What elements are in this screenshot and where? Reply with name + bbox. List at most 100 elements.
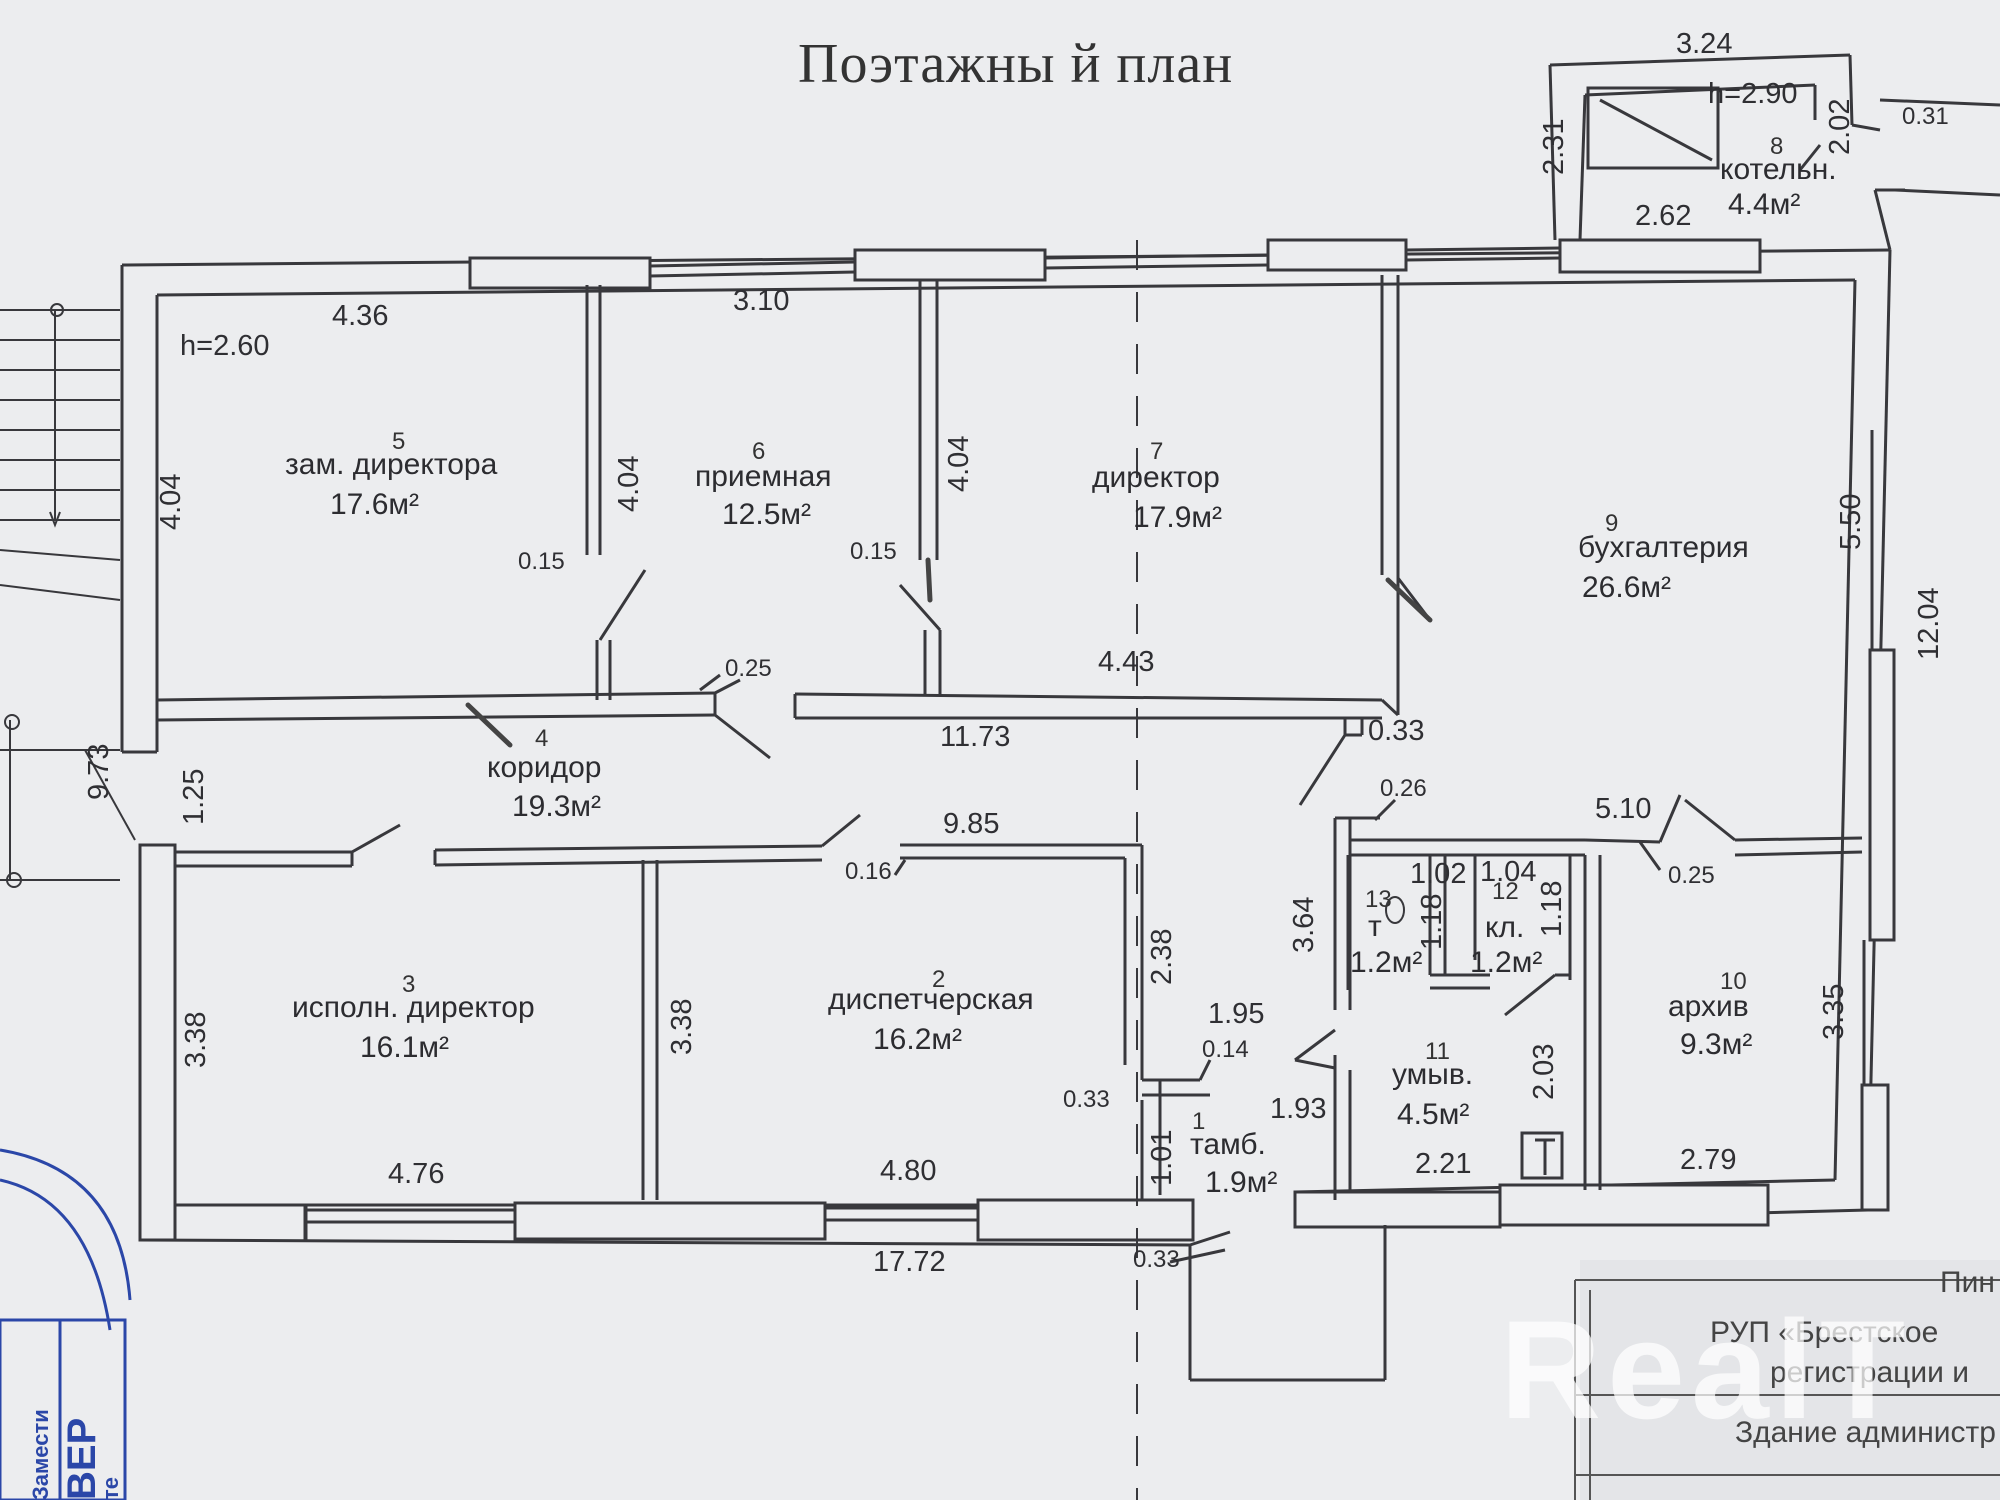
dimension: 5.50 xyxy=(1835,493,1867,550)
dimension: 4.04 xyxy=(155,473,187,530)
dimension: 2.02 xyxy=(1824,98,1856,155)
dimension: 0.25 xyxy=(1668,862,1715,889)
room-name: диспетчерская xyxy=(828,983,1034,1016)
room-name: т xyxy=(1368,910,1382,943)
dimension: 1.93 xyxy=(1270,1093,1327,1125)
title-block-text: Пин xyxy=(1940,1266,1995,1299)
title-block-text: Здание администр xyxy=(1735,1416,1996,1449)
dimension: 1.04 xyxy=(1480,856,1537,888)
dimension: 2.62 xyxy=(1635,200,1692,232)
room-number: 13 xyxy=(1365,886,1392,913)
height-label: h=2.90 xyxy=(1708,78,1798,110)
room-number: 1 xyxy=(1192,1108,1206,1135)
dimension: 0.33 xyxy=(1063,1086,1110,1113)
room-number: 8 xyxy=(1770,133,1784,160)
room-name: бухгалтерия xyxy=(1578,531,1749,564)
dimension: 12.04 xyxy=(1913,587,1945,660)
dimension: 11.73 xyxy=(940,721,1011,753)
dimension: 2.79 xyxy=(1680,1144,1737,1176)
dimension: 4.76 xyxy=(388,1158,445,1190)
dimension: 3.38 xyxy=(180,1011,212,1068)
dimension: 0.26 xyxy=(1380,775,1427,802)
dimension: 2.03 xyxy=(1528,1043,1560,1100)
room-number: 7 xyxy=(1150,438,1164,465)
dimension: 2.38 xyxy=(1146,928,1178,985)
room-area: 4.4м² xyxy=(1728,188,1801,221)
room-number: 5 xyxy=(392,428,406,455)
room-area: 1.2м² xyxy=(1470,946,1543,979)
room-name: архив xyxy=(1668,990,1749,1023)
dimension: 4.80 xyxy=(880,1155,937,1187)
room-number: 11 xyxy=(1425,1038,1450,1065)
room-number: 10 xyxy=(1720,968,1747,995)
stamp-text: те xyxy=(98,1476,123,1500)
dimension: 1.25 xyxy=(178,768,210,825)
dimension: 3.64 xyxy=(1288,896,1320,953)
dimension: 0.15 xyxy=(518,548,565,575)
stamp-text: ВЕР xyxy=(60,1417,104,1500)
room-number: 4 xyxy=(535,725,549,752)
watermark: RealT xyxy=(1500,1291,1912,1448)
dimension: 4.36 xyxy=(332,300,389,332)
room-area: 9.3м² xyxy=(1680,1028,1753,1061)
dimension: 0.16 xyxy=(845,858,892,885)
dimension: 3.35 xyxy=(1818,983,1850,1040)
stamp-text: Замести xyxy=(28,1409,53,1500)
dimension: 4.43 xyxy=(1098,646,1155,678)
room-name: умыв. xyxy=(1392,1058,1474,1091)
dimension: 9.73 xyxy=(83,743,115,800)
height-label: h=2.60 xyxy=(180,330,270,362)
dimension: 5.10 xyxy=(1595,793,1652,825)
dimension: 1.95 xyxy=(1208,998,1265,1030)
room-area: 1.2м² xyxy=(1350,946,1423,979)
room-name: кл. xyxy=(1485,911,1525,944)
dimension: 1.01 xyxy=(1146,1129,1178,1186)
dimension: 0.33 xyxy=(1133,1246,1180,1273)
dimension: 9.85 xyxy=(943,808,1000,840)
room-number: 2 xyxy=(932,966,946,993)
dimension: 1.18 xyxy=(1536,880,1568,937)
dimension: 0.25 xyxy=(725,655,772,682)
dimension: 1.02 xyxy=(1410,858,1467,890)
toilet-icon xyxy=(1385,896,1405,924)
room-name: тамб. xyxy=(1190,1128,1266,1161)
room-area: 1.9м² xyxy=(1205,1166,1278,1199)
room-number: 3 xyxy=(402,971,416,998)
dimension: 3.10 xyxy=(733,285,790,317)
room-name: директор xyxy=(1092,461,1220,494)
room-number: 9 xyxy=(1605,510,1619,537)
page-title: Поэтажны й план xyxy=(798,33,1234,95)
room-area: 16.1м² xyxy=(360,1031,450,1064)
room-area: 19.3м² xyxy=(512,790,602,823)
dimension: 2.31 xyxy=(1538,118,1570,175)
title-block-text: РУП «Брестское xyxy=(1710,1316,1939,1349)
room-area: 4.5м² xyxy=(1397,1098,1470,1131)
room-name: исполн. директор xyxy=(292,991,535,1024)
dimension: 4.04 xyxy=(943,435,975,492)
room-name: котельн. xyxy=(1720,153,1837,186)
dimension: 4.04 xyxy=(613,455,645,512)
dimension: 17.72 xyxy=(873,1246,946,1278)
wall xyxy=(139,1238,1191,1247)
dimension: 3.24 xyxy=(1676,28,1733,60)
room-area: 12.5м² xyxy=(722,498,812,531)
dimension: 0.14 xyxy=(1202,1036,1249,1063)
room-number: 6 xyxy=(752,438,766,465)
dimension: 0.31 xyxy=(1902,103,1949,130)
room-name: приемная xyxy=(695,460,832,493)
dimension: 0.15 xyxy=(850,538,897,565)
dimension: 3.38 xyxy=(666,998,698,1055)
room-area: 17.9м² xyxy=(1133,501,1223,534)
room-area: 17.6м² xyxy=(330,488,420,521)
room-area: 16.2м² xyxy=(873,1023,963,1056)
room-area: 26.6м² xyxy=(1582,571,1672,604)
room-number: 12 xyxy=(1492,878,1519,905)
dimension: 2.21 xyxy=(1415,1148,1472,1180)
room-name: зам. директора xyxy=(285,448,498,481)
title-block-text: регистрации и xyxy=(1770,1356,1969,1389)
dimension: 1.18 xyxy=(1416,893,1448,950)
wall xyxy=(1548,64,1557,241)
room-name: коридор xyxy=(487,751,602,784)
dimension: 0.33 xyxy=(1368,715,1425,747)
